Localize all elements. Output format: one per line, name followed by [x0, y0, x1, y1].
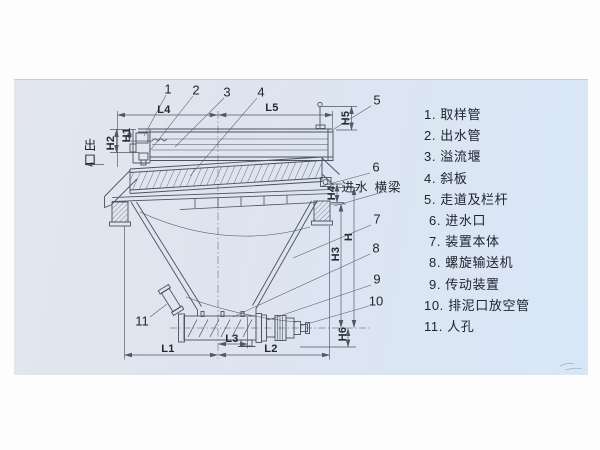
dim-label-h1: H1	[121, 127, 133, 143]
tank-linework	[129, 128, 334, 166]
callout-9: 9	[373, 271, 381, 287]
callout-1: 1	[164, 81, 172, 97]
dim-label-h5: H5	[340, 110, 352, 126]
support-legs	[109, 200, 333, 227]
legend-item-10: 10. 排泥口放空管	[424, 297, 530, 313]
legend-item-3: 3. 溢流堰	[424, 149, 482, 165]
callout-3: 3	[223, 84, 231, 100]
legend-item-2: 2. 出水管	[424, 128, 482, 144]
legend-item-7: 7. 装置本体	[429, 234, 500, 250]
legend-item-9: 9. 传动装置	[429, 276, 500, 292]
callout-8: 8	[372, 240, 380, 256]
dimension-lines	[84, 106, 359, 360]
railing	[315, 101, 326, 129]
callout-10: 10	[368, 293, 384, 309]
dim-label-h3: H3	[330, 246, 342, 262]
panel-smudge	[559, 362, 583, 371]
inlet-nozzle	[320, 177, 332, 187]
plate-pack	[104, 156, 340, 209]
callout-2: 2	[192, 82, 200, 98]
outlet-annotation: 出口	[81, 138, 96, 168]
callout-7: 7	[373, 211, 381, 227]
legend-item-1: 1. 取样管	[424, 107, 482, 122]
dim-label-l1: L1	[161, 343, 175, 355]
legend-item-11: 11. 人孔	[424, 318, 475, 334]
legend: 1. 取样管 2. 出水管 3. 溢流堰 4. 斜板 5. 走道及栏杆 6. 进…	[424, 104, 530, 337]
manhole-mark	[157, 283, 185, 317]
callout-5: 5	[373, 92, 381, 108]
legend-item-6: 6. 进水口	[429, 212, 487, 228]
dim-label-h6: H6	[337, 326, 349, 342]
callout-4: 4	[257, 84, 265, 100]
callout-6: 6	[372, 159, 380, 175]
inlet-annotation: 进水	[341, 180, 369, 195]
hopper	[130, 200, 318, 323]
dim-label-l3: L3	[225, 333, 239, 345]
dim-label-h4: H4	[326, 185, 338, 201]
crossbeam-annotation: 横梁	[374, 180, 402, 195]
callout-11: 11	[135, 313, 149, 329]
leader-lines	[143, 94, 384, 327]
dim-label-l5: L5	[265, 102, 279, 114]
dim-label-h2: H2	[105, 135, 117, 151]
legend-item-4: 4. 斜板	[424, 170, 468, 186]
dim-label-l4: L4	[157, 104, 171, 116]
legend-item-8: 8. 螺旋输送机	[429, 255, 514, 271]
sludge-outlet-stub	[240, 339, 253, 347]
dim-label-h: H	[343, 232, 355, 242]
dim-label-l2: L2	[264, 343, 278, 355]
legend-item-5: 5. 走道及栏杆	[424, 191, 509, 207]
